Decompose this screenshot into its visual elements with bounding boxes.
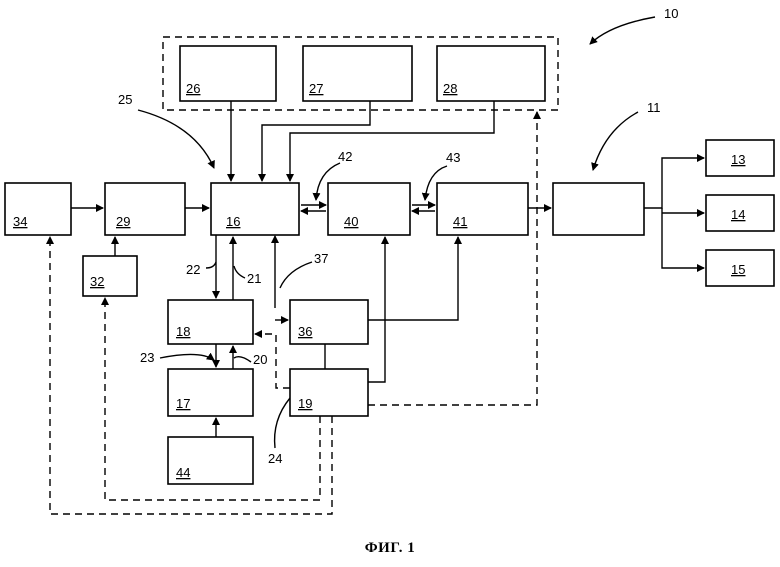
box-41: 41	[437, 183, 528, 235]
label-41: 41	[453, 214, 467, 229]
ref-21: 21	[247, 271, 261, 286]
box-28: 28	[437, 46, 545, 101]
label-15: 15	[731, 262, 745, 277]
box-14: 14	[706, 195, 774, 231]
label-17: 17	[176, 396, 190, 411]
label-44: 44	[176, 465, 190, 480]
label-40: 40	[344, 214, 358, 229]
ref-23: 23	[140, 350, 154, 365]
ref-37: 37	[314, 251, 328, 266]
ref-25: 25	[118, 92, 132, 107]
label-18: 18	[176, 324, 190, 339]
box-19: 19	[290, 369, 368, 416]
box-40: 40	[328, 183, 410, 235]
box-13: 13	[706, 140, 774, 176]
box-32: 32	[83, 256, 137, 296]
label-29: 29	[116, 214, 130, 229]
box-29: 29	[105, 183, 185, 235]
box-36: 36	[290, 300, 368, 344]
label-28: 28	[443, 81, 457, 96]
label-34: 34	[13, 214, 27, 229]
ref-43: 43	[446, 150, 460, 165]
box-34: 34	[5, 183, 71, 235]
box-18: 18	[168, 300, 253, 344]
label-36: 36	[298, 324, 312, 339]
box-26: 26	[180, 46, 276, 101]
figure-caption: ФИГ. 1	[0, 540, 780, 557]
solid-connections	[71, 101, 704, 437]
ref-20: 20	[253, 352, 267, 367]
label-27: 27	[309, 81, 323, 96]
ref-11: 11	[647, 100, 661, 115]
box-17: 17	[168, 369, 253, 416]
box-output	[553, 183, 644, 235]
label-26: 26	[186, 81, 200, 96]
ref-24: 24	[268, 451, 282, 466]
label-16: 16	[226, 214, 240, 229]
label-19: 19	[298, 396, 312, 411]
ref-10: 10	[664, 6, 678, 21]
label-14: 14	[731, 207, 745, 222]
label-32: 32	[90, 274, 104, 289]
box-16: 16	[211, 183, 299, 235]
box-44: 44	[168, 437, 253, 484]
ref-22: 22	[186, 262, 200, 277]
ref-42: 42	[338, 149, 352, 164]
box-27: 27	[303, 46, 412, 101]
box-15: 15	[706, 250, 774, 286]
label-13: 13	[731, 152, 745, 167]
